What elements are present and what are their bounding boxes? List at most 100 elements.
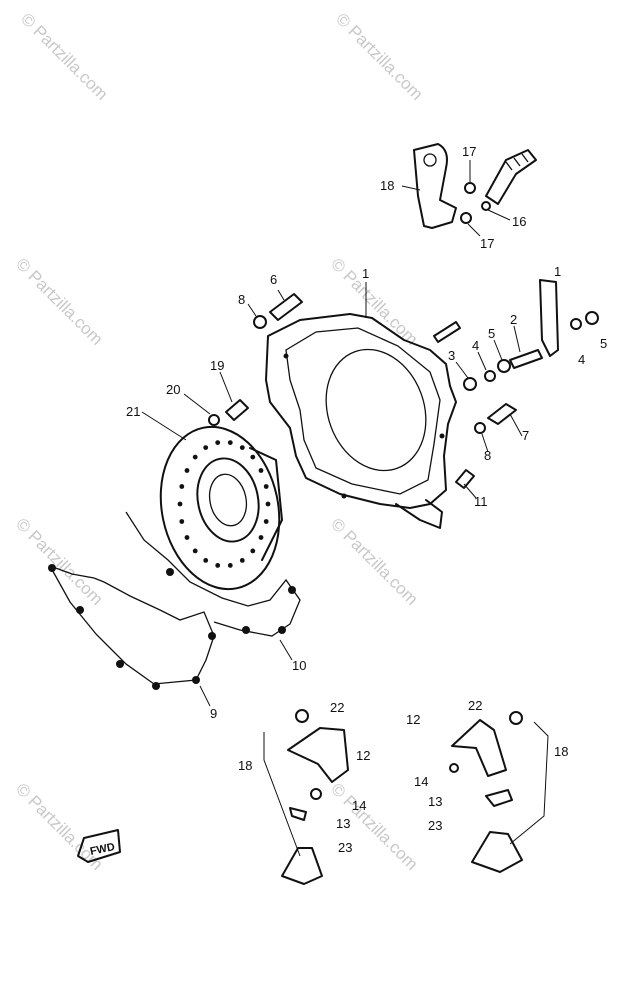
- label-13b: 13: [428, 794, 442, 809]
- label-4b: 4: [578, 352, 585, 367]
- label-3: 3: [448, 348, 455, 363]
- gasket-10: [125, 511, 301, 637]
- bracket-18-top: [413, 143, 457, 229]
- bolt-7: [487, 403, 517, 425]
- watermark-1: © Partzilla.com: [17, 9, 111, 103]
- plate-bolt-hole: [184, 468, 190, 473]
- nut-4-right: [570, 318, 582, 330]
- label-22b: 22: [468, 698, 482, 713]
- plate-bolt-hole: [177, 501, 183, 507]
- gasket-bolt-hole: [208, 632, 216, 640]
- housing-mount-foot: [395, 499, 443, 529]
- mount-base-right: [471, 831, 523, 873]
- label-5a: 5: [488, 326, 495, 341]
- nut-22-left: [295, 709, 309, 723]
- plate-bolt-hole: [227, 563, 233, 568]
- nut-17-bottom: [460, 212, 472, 224]
- label-17a: 17: [462, 144, 476, 159]
- gasket-bolt-hole: [48, 564, 56, 572]
- plate-hub-inner: [208, 473, 248, 527]
- gasket-bolt-hole: [116, 660, 124, 668]
- lever-1: [539, 279, 559, 357]
- washer-14-right: [449, 763, 459, 773]
- plate-bolt-hole: [192, 548, 198, 554]
- bolt-23-left: [289, 807, 307, 821]
- main-housing: [265, 282, 457, 529]
- plate-hub: [196, 457, 260, 543]
- watermark-3: © Partzilla.com: [12, 254, 106, 348]
- gasket-9: [48, 564, 215, 685]
- label-18c: 18: [554, 744, 568, 759]
- right-side-parts: [433, 279, 599, 489]
- leader-10: [279, 639, 293, 661]
- nut-17-top: [464, 182, 476, 194]
- leader-9: [199, 685, 211, 707]
- leader-8-left: [247, 303, 257, 317]
- label-9: 9: [210, 706, 217, 721]
- washer-8-left: [253, 315, 267, 329]
- label-7: 7: [522, 428, 529, 443]
- label-8a: 8: [238, 292, 245, 307]
- housing-outline: [265, 313, 457, 509]
- leader-7: [509, 413, 523, 437]
- bolt-16-small: [481, 201, 491, 211]
- leader-6: [277, 289, 285, 301]
- label-23b: 23: [428, 818, 442, 833]
- plate-bolt-hole: [184, 535, 190, 540]
- leader-18-top: [401, 185, 421, 191]
- leader-lines: [141, 160, 523, 707]
- bolt-19: [225, 399, 249, 421]
- leader-11: [463, 483, 477, 499]
- label-17b: 17: [480, 236, 494, 251]
- plate-outer: [159, 425, 281, 591]
- label-8b: 8: [484, 448, 491, 463]
- plate-bolt-holes: [177, 440, 271, 568]
- fwd-arrow: FWD: [77, 829, 121, 863]
- bolt-2: [509, 349, 543, 369]
- nut-22-right: [509, 711, 523, 725]
- leader-4: [477, 351, 487, 371]
- gasket-bolt-hole: [288, 586, 296, 594]
- housing-bore: [325, 348, 427, 472]
- gasket-bolt-hole: [242, 626, 250, 634]
- mount-18-bracket-right: [509, 721, 549, 845]
- bracket-12-left: [287, 727, 349, 783]
- top-bracket-assembly: [413, 143, 537, 229]
- washer-20: [208, 414, 220, 426]
- upper-left-parts: [208, 293, 303, 426]
- watermark-6: © Partzilla.com: [327, 514, 421, 608]
- label-18a: 18: [380, 178, 394, 193]
- plate-bolt-hole: [265, 501, 271, 507]
- label-12b: 12: [406, 712, 420, 727]
- bottom-left-mount: [263, 709, 349, 885]
- housing-boss-3: [439, 433, 445, 439]
- housing-boss-2: [341, 493, 347, 499]
- plate-bolt-hole: [239, 558, 245, 563]
- label-19: 19: [210, 358, 224, 373]
- plate-bolt-hole: [215, 563, 221, 568]
- label-22a: 22: [330, 700, 344, 715]
- bolt-11: [455, 469, 475, 489]
- bolt-23-right: [485, 789, 513, 807]
- watermark-5: © Partzilla.com: [12, 514, 106, 608]
- label-21: 21: [126, 404, 140, 419]
- plate-bolt-hole: [239, 445, 245, 450]
- gasket-bolt-hole: [152, 682, 160, 690]
- label-6: 6: [270, 272, 277, 287]
- washer-8-right: [474, 422, 486, 434]
- plate-bolt-hole: [258, 468, 264, 473]
- label-14b: 14: [414, 774, 428, 789]
- label-1a: 1: [362, 266, 369, 281]
- bracket-18-hole: [423, 153, 437, 167]
- leader-3: [455, 361, 469, 379]
- label-14a: 14: [352, 798, 366, 813]
- plate-bolt-hole: [227, 440, 233, 445]
- label-23a: 23: [338, 840, 352, 855]
- gasket-bolt-hole: [278, 626, 286, 634]
- leader-19: [219, 371, 233, 403]
- bolt-6: [269, 293, 303, 321]
- plate-bolt-hole: [263, 484, 269, 489]
- plate-bolt-hole: [203, 558, 209, 563]
- label-12a: 12: [356, 748, 370, 763]
- plate-bolt-hole: [179, 484, 185, 489]
